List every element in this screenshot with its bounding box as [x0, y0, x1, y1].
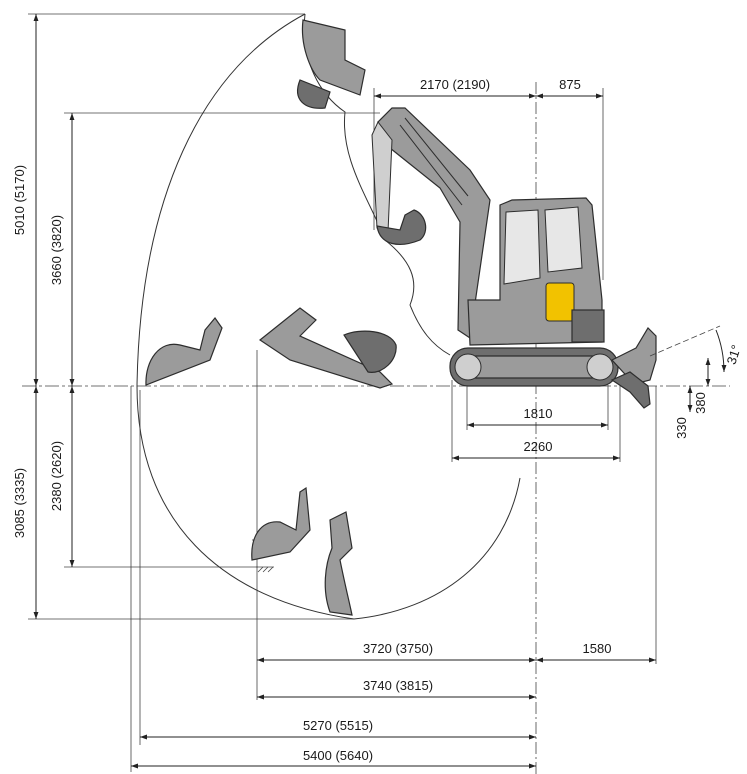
label-front-swing-radius: 2170 (2190)	[420, 77, 490, 92]
label-blade-drop: 330	[674, 417, 689, 439]
depth-arc	[353, 477, 521, 620]
excavator-machine	[371, 107, 657, 409]
dimension-lines	[33, 14, 727, 769]
reference-lines	[22, 13, 730, 774]
bucket-mid	[343, 330, 397, 373]
label-tail-swing-radius: 875	[559, 77, 581, 92]
blade-angle-arc	[715, 329, 727, 373]
blade-angle-line	[649, 325, 721, 357]
label-boom-offset-2: 3740 (3815)	[363, 678, 433, 693]
stick	[371, 121, 393, 233]
label-boom-offset-1: 3720 (3750)	[363, 641, 433, 656]
bucket-left	[145, 317, 223, 386]
label-track-length-ground: 1810	[524, 406, 553, 421]
cab-window-side	[544, 206, 583, 273]
raised-bucket	[376, 209, 427, 245]
cab-window-front	[503, 209, 541, 285]
idler-wheel	[454, 353, 482, 381]
label-blade-lift: 380	[693, 392, 708, 414]
track-inner	[465, 355, 603, 379]
boom	[377, 107, 491, 340]
boom-extended	[258, 307, 394, 389]
bucket-top	[301, 19, 366, 96]
dozer-blade-lowered	[610, 371, 651, 409]
label-max-digging-depth: 3085 (3335)	[12, 468, 27, 538]
counterweight	[571, 309, 605, 343]
dimension-labels: 5010 (5170) 3660 (3820) 2380 (2620) 3085…	[12, 77, 744, 763]
engine-cover-accent	[545, 282, 575, 322]
bucket-depth	[324, 511, 353, 616]
label-max-digging-height: 5010 (5170)	[12, 165, 27, 235]
bucket-wall	[251, 486, 311, 561]
label-blade-reach: 1580	[583, 641, 612, 656]
label-max-dump-height: 3660 (3820)	[49, 215, 64, 285]
sprocket-wheel	[586, 353, 614, 381]
label-track-length: 2260	[524, 439, 553, 454]
label-vertical-wall-depth: 2380 (2620)	[49, 441, 64, 511]
attachment-positions	[145, 19, 397, 616]
outer-reach-arc	[136, 13, 355, 620]
label-max-reach-ground: 5270 (5515)	[303, 718, 373, 733]
label-blade-angle: 31°	[724, 343, 744, 366]
label-max-reach: 5400 (5640)	[303, 748, 373, 763]
